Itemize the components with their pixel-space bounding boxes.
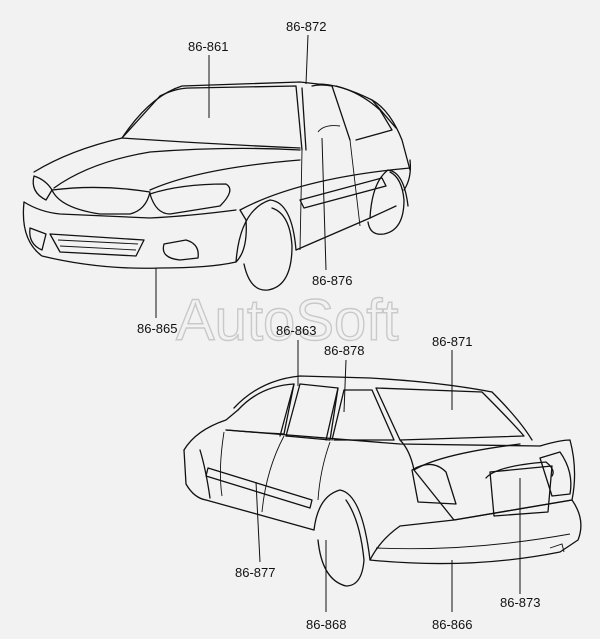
leader-86-872: [305, 34, 309, 85]
leader-86-877: [255, 481, 261, 563]
leader-86-878: [343, 359, 347, 413]
callout-86-878: 86-878: [324, 343, 364, 358]
leader-86-876: [321, 137, 327, 271]
front-car-drawing: [22, 81, 412, 291]
callout-labels: 86-861 86-872 86-876 86-865 86-863 86-87…: [137, 19, 540, 632]
watermark-text: AutoSoft: [176, 288, 398, 353]
rear-car-drawing: [183, 375, 582, 587]
callout-86-863: 86-863: [276, 323, 316, 338]
leader-lines: [155, 34, 521, 612]
callout-86-868: 86-868: [306, 617, 346, 632]
callout-86-873: 86-873: [500, 595, 540, 610]
callout-86-866: 86-866: [432, 617, 472, 632]
callout-86-872: 86-872: [286, 19, 326, 34]
callout-86-865: 86-865: [137, 321, 177, 336]
callout-86-871: 86-871: [432, 334, 472, 349]
callout-86-861: 86-861: [188, 39, 228, 54]
callout-86-876: 86-876: [312, 273, 352, 288]
callout-86-877: 86-877: [235, 565, 275, 580]
